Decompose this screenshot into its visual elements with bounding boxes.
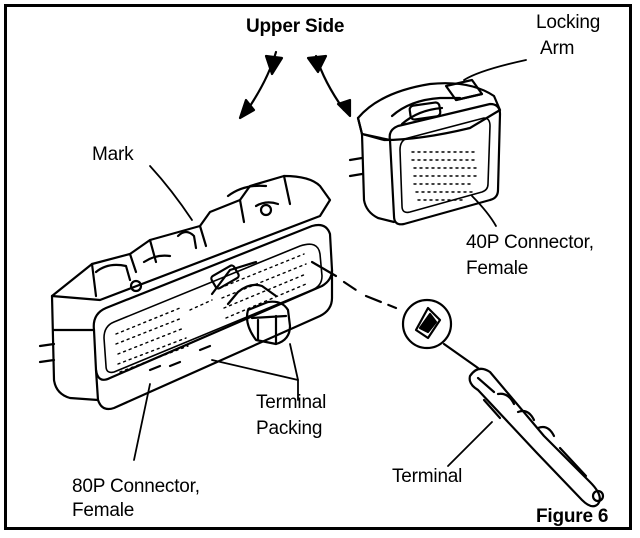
label-80p-connector-line1: 80P Connector,	[72, 476, 200, 497]
terminal-pin	[468, 367, 605, 508]
label-40p-connector-line2: Female	[466, 258, 529, 279]
label-locking-arm-line1: Locking	[536, 12, 601, 33]
leader-terminal	[447, 421, 493, 467]
leader-mark	[149, 165, 193, 221]
leader-locking-arm	[463, 59, 527, 81]
label-terminal: Terminal	[392, 466, 463, 487]
connector-40p	[348, 78, 502, 226]
terminal-inset	[310, 260, 480, 370]
upper-side-arrows	[238, 50, 352, 120]
label-figure-number: Figure 6	[536, 506, 609, 527]
leader-40p	[471, 195, 497, 227]
label-mark: Mark	[92, 144, 134, 165]
leader-lines	[133, 59, 527, 467]
label-80p-connector-line2: Female	[72, 500, 135, 521]
connector-80p	[38, 174, 334, 411]
label-terminal-packing-line2: Packing	[256, 418, 323, 439]
label-locking-arm-line2: Arm	[540, 38, 575, 59]
label-upper-side: Upper Side	[246, 16, 345, 37]
leader-80p	[133, 383, 151, 461]
label-terminal-packing-line1: Terminal	[256, 392, 327, 413]
label-40p-connector-line1: 40P Connector,	[466, 232, 594, 253]
